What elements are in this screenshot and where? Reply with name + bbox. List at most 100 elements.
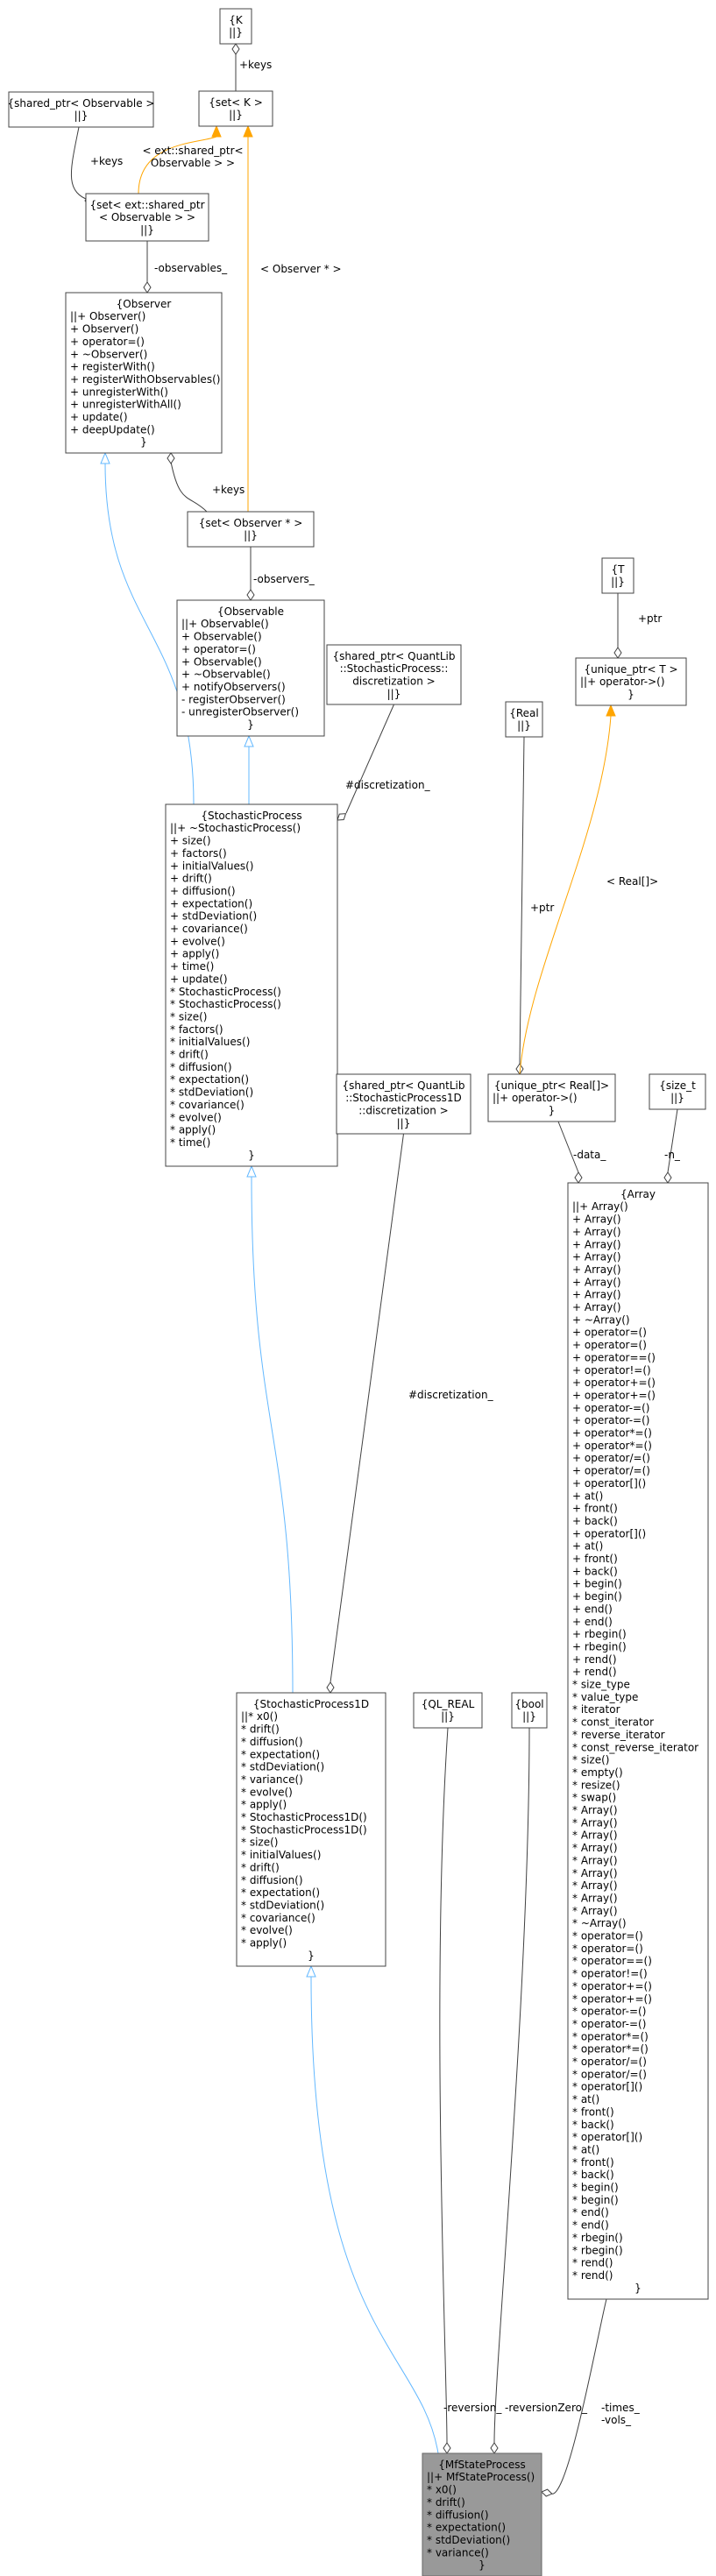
class-node-set-observer[interactable]: {set< Observer * >||}: [187, 511, 315, 548]
class-node-line: * StochasticProcess1D(): [241, 1811, 367, 1823]
class-node-line: }: [248, 1149, 255, 1161]
class-node-box: [8, 91, 154, 128]
class-node-line: + registerWith(): [70, 361, 155, 373]
class-node-line: * front(): [572, 2105, 614, 2118]
class-node-k[interactable]: {K||}: [219, 8, 252, 45]
class-node-set-ext[interactable]: {set< ext::shared_ptr< Observable > >||}: [85, 193, 209, 242]
diagram-nodes: {K||} {set< K >||} {shared_ptr< Observable…: [8, 8, 709, 2576]
class-node-line: + front(): [572, 1503, 618, 1515]
class-node-line: {StochasticProcess1D: [253, 1698, 369, 1710]
class-node-line: ||}: [229, 26, 243, 39]
class-node-line: + Observable(): [181, 631, 262, 643]
class-node-setk[interactable]: {set< K >||}: [198, 90, 273, 127]
class-node-sp-sp1d-disc[interactable]: {shared_ptr< QuantLib::StochasticProcess…: [336, 1073, 471, 1135]
class-node-box: [336, 1073, 471, 1135]
diagram-edge-labels: +keys+keys< ext::shared_ptr<Observable >…: [90, 59, 681, 2426]
class-node-ql-real[interactable]: {QL_REAL||}: [413, 1692, 483, 1729]
class-node-array[interactable]: {Array||+ Array()+ Array()+ Array()+ Arr…: [567, 1182, 709, 2300]
class-node-line: + back(): [572, 1515, 618, 1527]
class-node-line: * apply(): [241, 1799, 287, 1811]
class-node-line: * rbegin(): [572, 2232, 623, 2244]
edge-label-ptr-t: +ptr: [638, 612, 662, 625]
edge-keys-shared-ptr: [70, 126, 91, 202]
class-node-stoch1d[interactable]: {StochasticProcess1D||* x0()* drift()* d…: [236, 1692, 386, 1967]
class-node-line: ::discretization >: [358, 1105, 449, 1117]
class-node-observable[interactable]: {Observable||+ Observable()+ Observable(…: [176, 599, 325, 737]
class-node-box: [601, 557, 634, 594]
class-node-line: + factors(): [170, 847, 227, 860]
class-node-line: * end(): [572, 2206, 609, 2219]
class-node-line: ||+ MfStateProcess(): [427, 2471, 535, 2483]
class-node-line: * variance(): [241, 1773, 303, 1786]
class-node-line: + rend(): [572, 1653, 617, 1666]
class-node-line: + size(): [170, 835, 211, 847]
class-node-line: * drift(): [241, 1861, 280, 1873]
edge-discretization-sp: [345, 704, 394, 814]
edge-data: [557, 1121, 579, 1173]
class-node-mf[interactable]: {MfStateProcess||+ MfStateProcess()* x0(…: [422, 2452, 542, 2576]
class-node-line: + operator!=(): [572, 1364, 651, 1376]
class-node-box: [575, 657, 687, 706]
edge-reversion: [439, 1727, 449, 2444]
class-node-line: * diffusion(): [427, 2509, 489, 2521]
class-node-line: * time(): [170, 1136, 210, 1149]
class-node-line: ||}: [74, 110, 89, 122]
class-node-sp-obs[interactable]: {shared_ptr< Observable >||}: [8, 91, 155, 128]
class-node-t[interactable]: {T||}: [601, 557, 634, 594]
class-node-line: }: [627, 689, 634, 701]
class-node-line: + apply(): [170, 948, 219, 960]
class-node-line: + expectation(): [170, 897, 252, 909]
class-node-bool[interactable]: {bool||}: [511, 1692, 548, 1729]
class-node-line: + time(): [170, 960, 214, 973]
class-node-uptr-t[interactable]: {unique_ptr< T >||+ operator->()}: [575, 657, 687, 706]
class-node-uptr-real[interactable]: {unique_ptr< Real[]>||+ operator->()}: [487, 1073, 616, 1122]
edge-times-vols: [550, 2298, 607, 2495]
class-node-line: * Array(): [572, 1829, 618, 1842]
template-arrow: [211, 124, 222, 138]
class-node-line: + rend(): [572, 1666, 617, 1678]
class-node-box: [176, 599, 325, 737]
class-node-line: ||}: [670, 1092, 684, 1104]
class-node-line: * Array(): [572, 1892, 618, 1904]
class-node-line: + Observer(): [70, 323, 138, 336]
class-node-line: + notifyObservers(): [181, 681, 286, 693]
class-node-line: + update(): [70, 411, 128, 423]
class-node-line: * stdDeviation(): [241, 1761, 324, 1773]
edge-inherit-stoch1d: [310, 1976, 439, 2454]
class-node-line: + begin(): [572, 1590, 622, 1603]
class-node-line: * operator[](): [572, 2081, 642, 2093]
class-node-line: + back(): [572, 1565, 618, 1577]
class-node-line: {shared_ptr< Observable >: [8, 97, 155, 110]
class-node-box: [187, 511, 315, 548]
class-node-line: + drift(): [170, 873, 212, 885]
class-node-line: + rbegin(): [572, 1640, 627, 1652]
class-node-observer[interactable]: {Observer||+ Observer()+ Observer()+ ope…: [65, 292, 223, 454]
class-node-line: * const_reverse_iterator: [572, 1741, 698, 1753]
edge-label-ptr-real: +ptr: [530, 902, 554, 914]
class-node-size-t[interactable]: {size_t||}: [649, 1073, 706, 1110]
edge-label-data: -data_: [573, 1149, 606, 1161]
class-node-line: + operator-=(): [572, 1402, 649, 1414]
class-node-line: * operator-=(): [572, 2006, 646, 2018]
aggregation-diamond: [246, 589, 255, 601]
edge-inherit-observer: [104, 463, 195, 805]
class-node-box: [219, 8, 252, 45]
class-node-line: * operator*=(): [572, 2043, 649, 2056]
class-node-line: + operator=(): [181, 643, 256, 655]
edge-label-discretization-sp: #discretization_: [345, 779, 431, 791]
class-node-line: * factors(): [170, 1023, 223, 1036]
class-node-line: {bool: [514, 1698, 543, 1710]
class-node-line: * stdDeviation(): [427, 2534, 510, 2546]
class-node-line: * evolve(): [170, 1111, 222, 1123]
class-node-line: * expectation(): [241, 1748, 320, 1760]
class-node-line: {Array: [620, 1188, 656, 1200]
class-node-line: * const_iterator: [572, 1716, 654, 1729]
class-node-line: ||}: [244, 529, 258, 541]
class-node-line: ||+ ~StochasticProcess(): [170, 822, 301, 834]
class-node-line: ||}: [441, 1710, 455, 1723]
class-node-line: * at(): [572, 2093, 599, 2105]
class-node-real[interactable]: {Real||}: [505, 701, 543, 738]
class-node-stoch[interactable]: {StochasticProcess||+ ~StochasticProcess…: [165, 803, 338, 1167]
class-node-line: + unregisterWith(): [70, 386, 168, 398]
class-node-sp-sp-disc[interactable]: {shared_ptr< QuantLib::StochasticProcess…: [326, 644, 462, 705]
